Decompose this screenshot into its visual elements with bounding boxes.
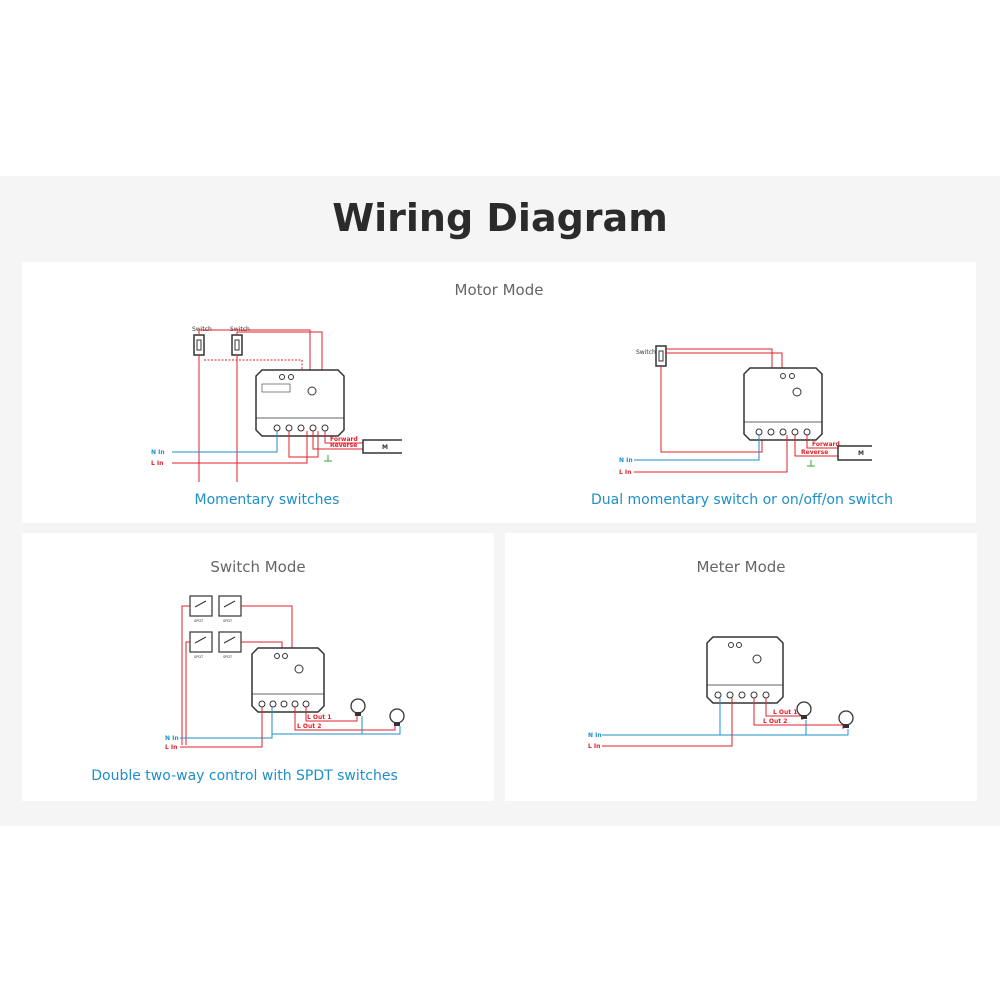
live-wire [181,605,190,745]
live-wire [241,605,293,650]
l-in-label: L In [588,743,600,750]
forward-label: Forward [812,441,840,448]
motor-dual-switch-diagram: Switch N In L In Forward Reverse M [619,345,872,476]
l-out1-label: L Out 1 [307,714,331,721]
l-out1-label: L Out 1 [773,709,797,716]
reverse-label: Reverse [801,449,828,456]
relay-module-icon [251,647,325,713]
neutral-wire [602,698,721,736]
n-in-label: N In [151,449,165,456]
motor-icon: M [362,439,402,454]
bulb-icon [838,710,854,728]
neutral-wire [180,707,273,739]
live-wire [602,698,733,747]
spdt-switch-icon: SPDT [189,631,213,659]
live-wire [294,707,396,731]
dual-switch-caption: Dual momentary switch or on/off/on switc… [590,492,894,508]
live-wire [634,435,788,473]
switch-icon [655,345,667,367]
n-in-label: N In [619,457,633,464]
panel-switch-mode: Switch Mode SPDT SPDT SPDT SPDT [22,533,494,801]
panel-motor-mode: Motor Mode Switch Switch N In L In [22,262,976,523]
live-wire [288,431,319,458]
svg-text:SPDT: SPDT [223,655,233,659]
spdt-switch-icon: SPDT [218,631,242,659]
spdt-caption: Double two-way control with SPDT switche… [91,768,398,784]
spdt-switch-icon: SPDT [218,595,242,623]
switch-icon [193,334,205,356]
bulb-icon [350,698,366,716]
svg-text:M: M [382,444,388,451]
panel-meter-mode: Meter Mode N In L In L Out 1 L Out 2 [505,533,977,801]
switch-mode-title: Switch Mode [210,558,306,576]
n-in-label: N In [588,732,602,739]
relay-module-icon [255,369,345,437]
l-out2-label: L Out 2 [297,723,321,730]
svg-text:SPDT: SPDT [194,619,204,623]
neutral-wire [362,726,401,735]
live-wire [185,641,190,745]
reverse-label: Reverse [330,442,357,449]
neutral-wire [634,435,760,461]
svg-text:SPDT: SPDT [223,619,233,623]
relay-module-icon [743,367,823,441]
live-wire [172,431,308,464]
meter-mode-diagram: N In L In L Out 1 L Out 2 [588,636,854,750]
live-wire [180,707,263,748]
live-wire [660,366,763,453]
neutral-wire [172,431,278,453]
momentary-switches-caption: Momentary switches [194,492,340,508]
l-in-label: L In [165,744,177,751]
switch-label: Switch [636,349,656,356]
meter-mode-title: Meter Mode [696,558,786,576]
live-wire [236,331,323,382]
forward-label: Forward [330,436,358,443]
page-title: Wiring Diagram [332,196,668,240]
l-in-label: L In [151,460,163,467]
neutral-wire [720,729,849,736]
switch-mode-diagram: SPDT SPDT SPDT SPDT N [165,595,405,751]
l-in-label: L In [619,469,631,476]
svg-text:SPDT: SPDT [194,655,204,659]
motor-icon: M [837,445,872,461]
live-wire [198,329,311,382]
svg-text:M: M [858,450,864,457]
spdt-switch-icon: SPDT [189,595,213,623]
n-in-label: N In [165,735,179,742]
live-wire [305,707,358,722]
bulb-icon [796,701,812,719]
motor-mode-title: Motor Mode [454,281,544,299]
switch-icon [231,334,243,356]
relay-module-icon [706,636,784,704]
bulb-icon [389,708,405,726]
l-out2-label: L Out 2 [763,718,787,725]
motor-momentary-diagram: Switch Switch N In L In Forward Re [151,326,402,482]
